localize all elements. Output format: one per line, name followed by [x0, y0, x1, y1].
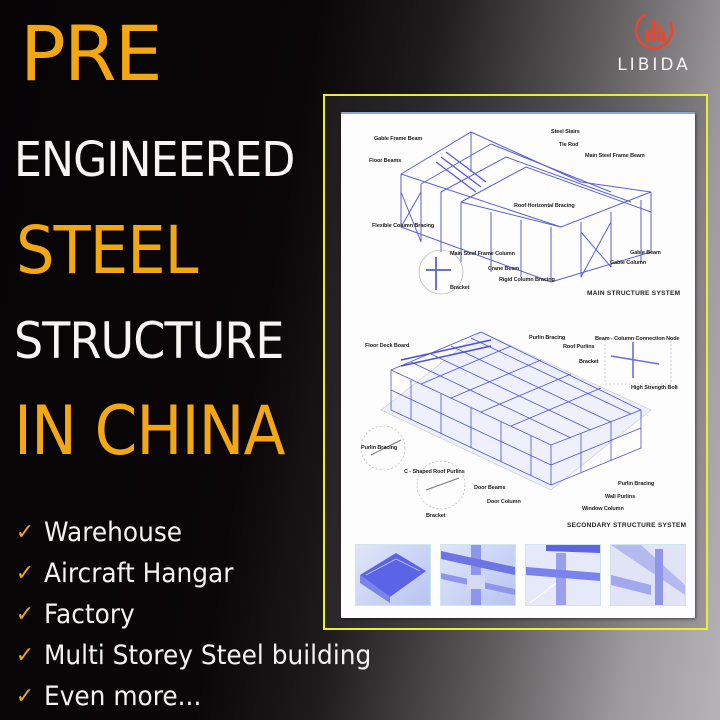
label-gable-beam: Gable Beam — [630, 250, 661, 256]
secondary-structure-title: SECONDARY STRUCTURE SYSTEM — [567, 522, 687, 529]
checkmark-icon: ✓ — [15, 520, 35, 545]
feature-item-multi-storey: ✓Multi Storey Steel building — [8, 635, 400, 676]
checkmark-icon: ✓ — [15, 684, 35, 709]
label-bracket-bottom: Bracket — [426, 513, 446, 519]
label-floor-deck-board: Floor Deck Board — [365, 343, 410, 349]
feature-list: ✓Warehouse ✓Aircraft Hangar ✓Factory ✓Mu… — [8, 512, 400, 717]
main-structure-title: MAIN STRUCTURE SYSTEM — [587, 290, 681, 297]
structure-document: Gable Frame Beam Floor Beams Steel Stair… — [341, 112, 695, 618]
main-structure-diagram — [400, 131, 652, 295]
label-door-beams: Door Beams — [474, 485, 506, 491]
feature-item-even-more: ✓Even more... — [8, 676, 400, 717]
thumbnail-beam-bracket — [525, 544, 601, 606]
label-tie-rod: Tie Rod — [559, 142, 579, 148]
headline-structure: STRUCTURE — [14, 312, 284, 370]
headline-in-china: IN CHINA — [14, 392, 285, 471]
label-c-shaped-roof-purlins: C - Shaped Roof Purlins — [404, 469, 465, 475]
label-bracket-top: Bracket — [579, 359, 599, 365]
label-crane-beam: Crane Beam — [488, 266, 520, 272]
label-high-strength-bolt: High Strength Bolt — [631, 385, 678, 391]
label-purlin-bracing-left: Purlin Bracing — [361, 445, 398, 451]
label-steel-stairs: Steel Stairs — [551, 129, 580, 135]
thumbnail-building-render — [355, 544, 431, 606]
label-roof-purlins: Roof Purlins — [563, 344, 595, 350]
detail-thumbnails — [355, 544, 686, 606]
label-rigid-column-bracing: Rigid Column Bracing — [499, 277, 555, 283]
label-main-steel-frame-column: Main Steel Frame Column — [450, 251, 515, 257]
label-wall-purlins: Wall Purlins — [605, 494, 636, 500]
label-beam-column-connection-node: Beam - Column Connection Node — [595, 336, 680, 342]
label-window-column: Window Column — [582, 506, 624, 512]
label-gable-frame-beam: Gable Frame Beam — [374, 136, 423, 142]
label-purlin-bracing-right: Purlin Bracing — [618, 481, 655, 487]
label-bracket: Bracket — [450, 285, 470, 291]
brand-logo: LIBIDA — [606, 8, 702, 75]
checkmark-icon: ✓ — [15, 602, 35, 627]
secondary-structure-diagram — [360, 331, 672, 510]
label-floor-beams: Floor Beams — [369, 158, 402, 164]
headline-pre: PRE — [20, 9, 163, 98]
label-main-steel-frame-beam: Main Steel Frame Beam — [585, 153, 645, 159]
label-gable-column: Gable Column — [610, 260, 647, 266]
label-flexible-column-bracing: Flexible Column Bracing — [372, 223, 435, 229]
document-top-edge — [341, 112, 695, 114]
checkmark-icon: ✓ — [15, 643, 35, 668]
thumbnail-column-connection — [440, 544, 516, 606]
checkmark-icon: ✓ — [15, 561, 35, 586]
brand-name: LIBIDA — [617, 55, 691, 75]
label-purlin-bracing-top: Purlin Bracing — [529, 335, 566, 341]
feature-item-aircraft-hangar: ✓Aircraft Hangar — [8, 553, 400, 594]
building-circle-logo-icon — [634, 12, 674, 50]
headline-engineered: ENGINEERED — [14, 132, 295, 188]
feature-item-warehouse: ✓Warehouse — [8, 512, 400, 553]
label-door-column: Door Column — [487, 499, 521, 505]
headline-steel: STEEL — [16, 212, 199, 289]
thumbnail-node-detail — [610, 544, 686, 606]
label-roof-horizontal-bracing: Roof Horizontal Bracing — [514, 203, 575, 209]
feature-item-factory: ✓Factory — [8, 594, 400, 635]
